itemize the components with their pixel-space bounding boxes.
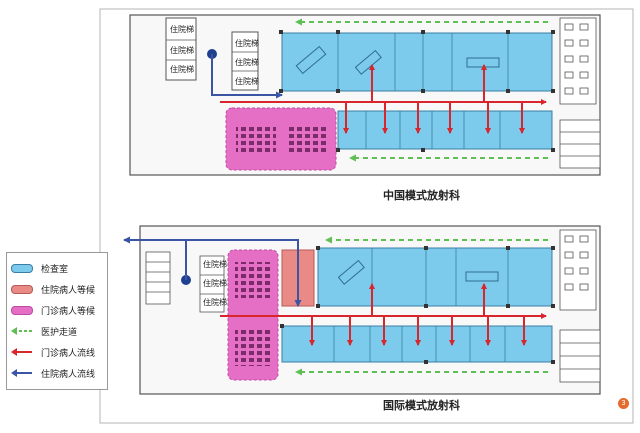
legend-item-outpatient-wait: 门诊病人等候 <box>11 303 95 317</box>
ward-label-top-3: 住院梯 <box>170 65 194 74</box>
legend-item-nursing-corridor: 医护走道 <box>11 324 77 338</box>
ward-label-top-6: 住院梯 <box>235 77 259 86</box>
legend-swatch-outpatient-wait <box>11 305 33 315</box>
red-arrow-icon <box>11 348 32 356</box>
outpatient-waiting-top <box>225 107 337 171</box>
legend: 检查室 住院病人等候 门诊病人等候 医护走道 门诊病人流线 住院病人流线 <box>6 252 108 390</box>
plan-title-international: 国际模式放射科 <box>383 399 460 412</box>
ward-label-top-5: 住院梯 <box>235 58 259 67</box>
legend-item-exam-room: 检查室 <box>11 261 68 275</box>
ward-label-top-4: 住院梯 <box>235 39 259 48</box>
toilet-block-top <box>559 17 601 169</box>
legend-label: 门诊病人流线 <box>41 348 96 359</box>
dashed-arrow-icon <box>11 327 32 335</box>
stair-left-bottom <box>145 251 225 313</box>
ward-label-top-1: 住院梯 <box>170 25 194 34</box>
exam-rooms-lower <box>337 110 553 150</box>
legend-label: 检查室 <box>41 264 69 275</box>
legend-item-inpatient-flow: 住院病人流线 <box>11 366 95 380</box>
legend-label: 住院病人等候 <box>41 285 96 296</box>
plan-title-china: 中国模式放射科 <box>383 189 460 202</box>
legend-label: 住院病人流线 <box>41 369 96 380</box>
ward-label-bottom-3: 住院梯 <box>203 298 227 307</box>
ward-label-top-2: 住院梯 <box>170 46 194 55</box>
legend-swatch-exam-room <box>11 263 33 273</box>
legend-item-outpatient-flow: 门诊病人流线 <box>11 345 95 359</box>
plan-international-mode <box>123 225 601 395</box>
legend-swatch-inpatient-wait <box>11 284 33 294</box>
toilet-block-bottom <box>559 229 601 383</box>
legend-label: 医护走道 <box>41 327 78 338</box>
page-badge: 3 <box>618 398 629 409</box>
ward-label-bottom-1: 住院梯 <box>203 260 227 269</box>
inpatient-flow-bottom <box>185 239 302 307</box>
exam-rooms-upper-bottom <box>317 247 553 307</box>
legend-item-inpatient-wait: 住院病人等候 <box>11 282 95 296</box>
inpatient-flow-top <box>211 54 283 99</box>
legend-label: 门诊病人等候 <box>41 306 96 317</box>
plan-china-mode <box>129 14 601 176</box>
ward-label-bottom-2: 住院梯 <box>203 279 227 288</box>
stair-left-top <box>165 17 259 91</box>
exam-rooms-upper <box>281 32 553 92</box>
blue-arrow-icon <box>11 369 32 377</box>
